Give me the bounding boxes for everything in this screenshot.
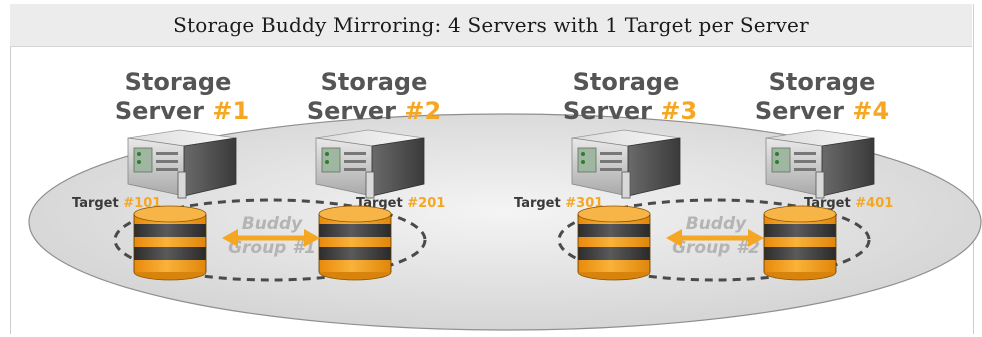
server-icon-1 — [127, 129, 237, 199]
svg-text:Storage: Storage — [321, 68, 428, 96]
cluster-ellipse — [28, 113, 982, 331]
disk-stack-4 — [763, 205, 837, 281]
server-label-1: Storage Server #1 — [115, 68, 249, 125]
svg-text:Storage: Storage — [125, 68, 232, 96]
svg-text:Group #2: Group #2 — [672, 238, 760, 258]
svg-text:Server #3: Server #3 — [563, 97, 697, 125]
svg-text:Storage: Storage — [769, 68, 876, 96]
svg-text:Buddy: Buddy — [242, 214, 303, 234]
mirror-arrow-2 — [666, 229, 764, 247]
server-label-2: Storage Server #2 — [307, 68, 441, 125]
svg-text:Storage: Storage — [573, 68, 680, 96]
buddy-group-2-boundary — [557, 198, 871, 282]
server-label-4: Storage Server #4 — [755, 68, 889, 125]
server-icon-4 — [765, 129, 875, 199]
server-icon-3 — [571, 129, 681, 199]
mirror-arrow-1 — [222, 229, 320, 247]
disk-stack-1 — [133, 205, 207, 281]
disk-stack-3 — [577, 205, 651, 281]
svg-text:Server #1: Server #1 — [115, 97, 249, 125]
svg-text:Server #2: Server #2 — [307, 97, 441, 125]
disk-stack-2 — [318, 205, 392, 281]
svg-text:Group #1: Group #1 — [228, 238, 316, 258]
buddy-group-2-label: Buddy Group #2 — [672, 214, 760, 258]
buddy-group-1-label: Buddy Group #1 — [228, 214, 316, 258]
diagram-title: Storage Buddy Mirroring: 4 Servers with … — [173, 13, 809, 37]
svg-text:Server #4: Server #4 — [755, 97, 889, 125]
title-bar: Storage Buddy Mirroring: 4 Servers with … — [10, 4, 972, 47]
figure-frame — [10, 4, 974, 334]
server-icon-2 — [315, 129, 425, 199]
svg-text:Buddy: Buddy — [686, 214, 747, 234]
buddy-group-1-boundary — [113, 198, 427, 282]
server-label-3: Storage Server #3 — [563, 68, 697, 125]
